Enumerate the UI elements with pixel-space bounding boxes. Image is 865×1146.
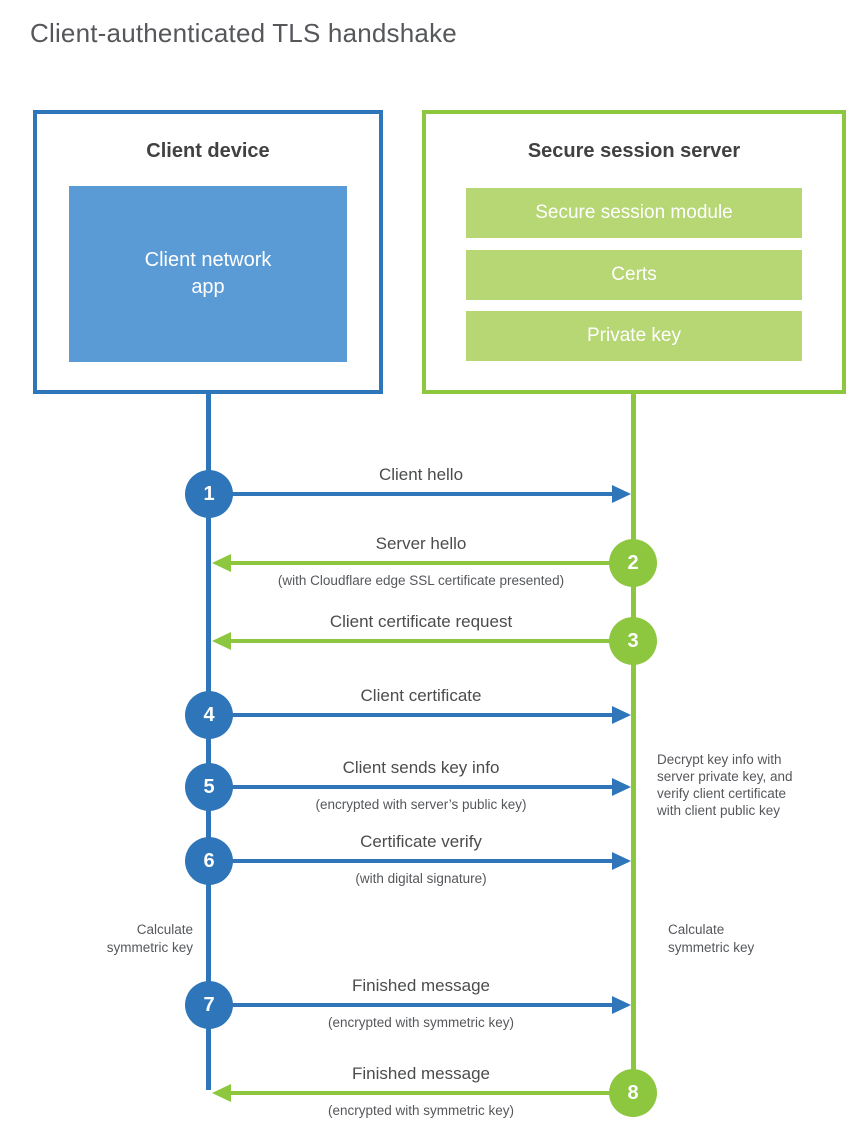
step-label: Client hello [378,465,464,484]
arrow-line [209,1003,615,1007]
step-number-badge: 7 [185,981,233,1029]
arrow-line [219,561,633,565]
step-sublabel: (encrypted with symmetric key) [327,1015,515,1030]
step-number-badge: 5 [185,763,233,811]
secure-session-module-bar: Secure session module [466,188,802,238]
client-device-box: Client device Client network app [33,110,383,394]
arrow-line [209,785,615,789]
step-label: Finished message [352,976,490,995]
arrow-line [209,859,615,863]
step-sublabel: (encrypted with symmetric key) [327,1103,515,1118]
calculate-symmetric-key-client-note: Calculate symmetric key [106,922,193,955]
step-label: Client sends key info [342,758,500,777]
arrow-line [209,492,615,496]
step-label: Client certificate [360,686,482,705]
client-network-app-box: Client network app [69,186,347,362]
decrypt-key-note: Decrypt key info with server private key… [657,752,793,818]
page-title: Client-authenticated TLS handshake [30,18,457,48]
arrow-right-icon [612,706,631,724]
secure-session-server-box: Secure session server Secure session mod… [422,110,846,394]
step-number-badge: 3 [609,617,657,665]
arrow-left-icon [212,1084,231,1102]
step-number-badge: 8 [609,1069,657,1117]
arrow-right-icon [612,778,631,796]
step-label: Client certificate request [329,612,513,631]
step-number-badge: 1 [185,470,233,518]
step-sublabel: (with Cloudflare edge SSL certificate pr… [277,573,565,588]
step-sublabel: (encrypted with server’s public key) [315,797,527,812]
private-key-bar: Private key [466,311,802,361]
step-label: Server hello [375,534,467,553]
arrow-left-icon [212,554,231,572]
arrow-line [209,713,615,717]
client-device-heading: Client device [146,140,270,162]
step-sublabel: (with digital signature) [355,871,487,886]
server-lifeline [631,392,636,1082]
arrow-right-icon [612,852,631,870]
arrow-line [219,639,633,643]
step-label: Finished message [352,1064,490,1083]
arrow-right-icon [612,996,631,1014]
step-number-badge: 6 [185,837,233,885]
step-number-badge: 2 [609,539,657,587]
secure-session-server-heading: Secure session server [527,140,741,162]
calculate-symmetric-key-server-note: Calculate symmetric key [668,922,755,955]
step-number-badge: 4 [185,691,233,739]
arrow-right-icon [612,485,631,503]
arrow-line [219,1091,633,1095]
client-lifeline [206,392,211,1090]
certs-bar: Certs [466,250,802,300]
arrow-left-icon [212,632,231,650]
step-label: Certificate verify [360,832,482,851]
